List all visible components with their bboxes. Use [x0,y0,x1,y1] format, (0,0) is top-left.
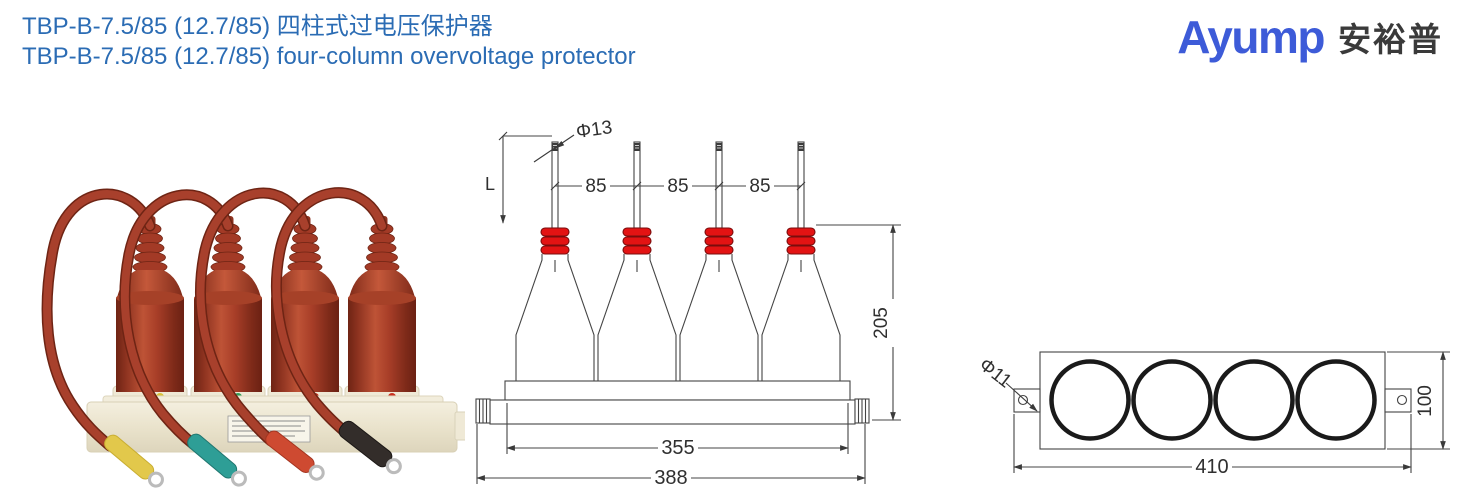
product-title-en: TBP-B-7.5/85 (12.7/85) four-column overv… [22,43,636,70]
terminal-yellow [104,434,164,488]
dimension-spacing: 85 85 85 [550,176,806,197]
brand-logo-cjk: 安裕普 [1338,20,1443,58]
dimension-width-388: 388 [476,424,866,489]
front-column-1 [515,141,595,381]
top-column-circles [1049,359,1377,441]
column-circle-4 [1295,359,1377,441]
dimension-depth-100: 100 [1387,351,1450,450]
dimension-height-label: 205 [871,307,892,339]
column-circle-2 [1131,359,1213,441]
mounting-hole-left [1017,394,1029,406]
dimension-width-355-label: 355 [661,437,694,459]
dimension-spacing-label-2: 85 [667,176,688,197]
product-title-zh: TBP-B-7.5/85 (12.7/85) 四柱式过电压保护器 [22,13,493,40]
cable-1 [41,188,156,452]
dimension-spacing-label-1: 85 [585,176,606,197]
header-titles: TBP-B-7.5/85 (12.7/85) 四柱式过电压保护器 TBP-B-7… [22,12,636,72]
dimension-width-410-label: 410 [1195,456,1228,478]
column-circle-3 [1213,359,1295,441]
dimension-phi13: Φ13 [533,117,614,163]
insulator-columns [112,216,420,409]
front-view-drawing: L Φ13 85 85 85 [475,117,901,489]
dimension-width-355: 355 [506,403,849,459]
terminal-red [265,430,325,481]
dimension-width-410: 410 [1013,414,1412,478]
mounting-hole-right [1396,394,1408,406]
dimension-phi11-label: Φ11 [975,354,1015,392]
product-photo [41,187,465,488]
top-view-drawing: Φ11 100 410 [975,351,1450,478]
dimension-width-388-label: 388 [654,467,687,489]
cable-2 [119,189,234,450]
brand-logo-latin: Ayump [1177,11,1325,63]
front-columns [515,141,841,381]
column-circle-1 [1049,359,1131,441]
front-column-3 [679,141,759,381]
dimension-spacing-label-3: 85 [749,176,770,197]
dimension-depth-label: 100 [1415,385,1436,417]
lead-cables [41,187,388,452]
terminal-black [338,420,402,475]
dimension-L: L [485,131,552,224]
front-column-4 [761,141,841,381]
cable-4 [271,187,388,438]
dimension-phi13-label: Φ13 [575,117,614,143]
terminal-lugs [104,420,402,488]
front-base [475,380,870,425]
terminal-green [187,433,247,487]
insulator-column-4 [344,216,420,409]
front-column-2 [597,141,677,381]
dimension-height-205: 205 [816,224,901,421]
dimension-phi11: Φ11 [975,354,1038,412]
brand-logo: Ayump 安裕普 [1177,14,1443,60]
dimension-L-label: L [485,174,495,194]
cable-3 [195,187,311,447]
